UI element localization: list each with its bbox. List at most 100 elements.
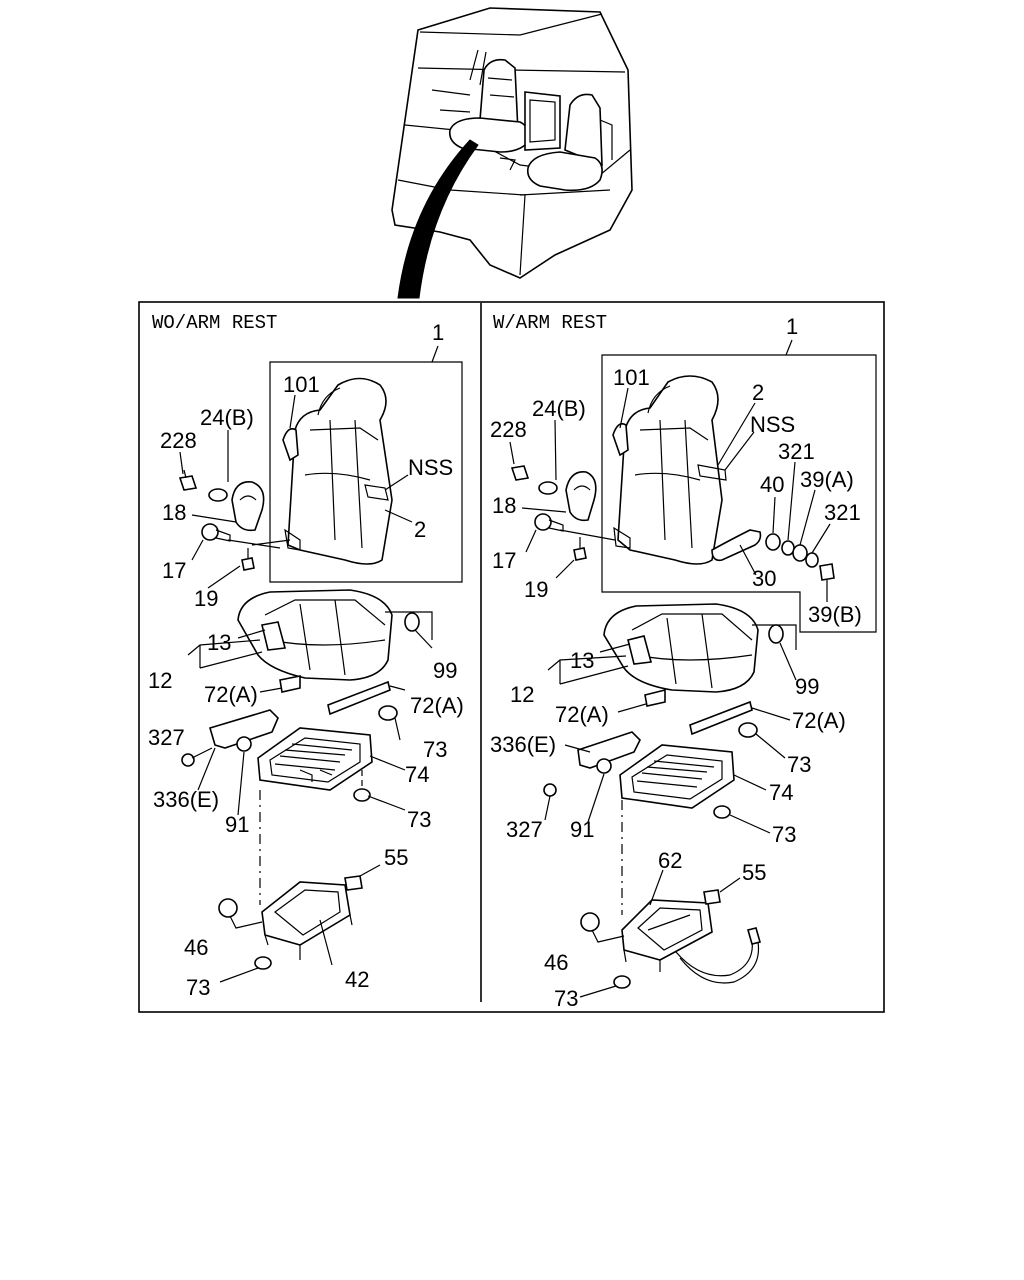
nut-55 (703, 889, 721, 905)
hinge-cover (208, 481, 265, 532)
label-13: 13 (207, 630, 231, 655)
label-30: 30 (752, 566, 776, 591)
bolt-228 (510, 465, 530, 481)
label-12: 12 (510, 682, 534, 707)
slide-bracket (209, 709, 279, 749)
label-18: 18 (492, 493, 516, 518)
left-panel-heading: WO/ARM REST (152, 312, 277, 334)
label-1: 1 (432, 320, 444, 345)
bolt-228 (178, 469, 198, 491)
seat-cushion (237, 589, 393, 681)
nut-73-upper (738, 722, 758, 738)
label-73-3: 73 (554, 986, 578, 1011)
clip-99 (404, 612, 420, 632)
washer-39a (792, 544, 808, 562)
slide-frame (619, 744, 735, 809)
bolt-17 (534, 513, 564, 532)
headrest-guide (282, 427, 299, 462)
label-74: 74 (769, 780, 793, 805)
label-321-2: 321 (824, 500, 861, 525)
label-nss: NSS (408, 455, 453, 480)
label-1: 1 (786, 314, 798, 339)
label-55: 55 (384, 845, 408, 870)
nut-39b (819, 563, 835, 581)
bolt-91 (236, 736, 252, 752)
label-72a-2: 72(A) (792, 708, 846, 733)
label-72a-2: 72(A) (410, 693, 464, 718)
headrest-guide (612, 422, 629, 457)
label-327: 327 (148, 725, 185, 750)
right-panel-heading: W/ARM REST (493, 312, 607, 334)
washer-40 (765, 533, 781, 551)
label-42: 42 (345, 967, 369, 992)
label-17: 17 (492, 548, 516, 573)
label-12: 12 (148, 668, 172, 693)
bolt-327 (181, 753, 195, 767)
clip-99 (768, 624, 784, 644)
label-24b: 24(B) (200, 405, 254, 430)
label-73-2: 73 (407, 807, 431, 832)
bolt-46 (218, 898, 263, 929)
seat-rails (689, 700, 753, 736)
bolt-46 (580, 912, 625, 943)
diagram-frame (138, 301, 885, 1013)
label-17: 17 (162, 558, 186, 583)
label-73-2: 73 (772, 822, 796, 847)
label-24b: 24(B) (532, 396, 586, 421)
label-336e: 336(E) (490, 732, 556, 757)
label-91: 91 (225, 812, 249, 837)
riser-42 (261, 881, 353, 960)
label-321-1: 321 (778, 439, 815, 464)
seat-back (284, 377, 393, 565)
seat-back (613, 375, 727, 565)
label-13: 13 (570, 648, 594, 673)
cab-overview (391, 7, 633, 299)
label-19: 19 (524, 577, 548, 602)
label-91: 91 (570, 817, 594, 842)
label-46: 46 (184, 935, 208, 960)
seat-cushion (603, 603, 759, 693)
nut-73-mid (353, 788, 371, 802)
bolt-327 (543, 783, 557, 797)
bolt-91 (596, 758, 612, 774)
nut-55 (344, 875, 363, 891)
label-101: 101 (613, 365, 650, 390)
label-18: 18 (162, 500, 186, 525)
nut-73-lower (613, 975, 631, 989)
riser-62 (621, 899, 761, 984)
left-panel: WO/ARM REST (148, 312, 464, 1000)
label-73-1: 73 (423, 737, 447, 762)
label-39b: 39(B) (808, 602, 862, 627)
slide-bracket (577, 731, 641, 769)
washer-321-b (805, 552, 819, 568)
label-228: 228 (160, 428, 197, 453)
label-46: 46 (544, 950, 568, 975)
label-73-1: 73 (787, 752, 811, 777)
right-leader-lines (509, 387, 831, 998)
label-39a: 39(A) (800, 467, 854, 492)
label-99: 99 (433, 658, 457, 683)
left-leader-lines (179, 394, 433, 983)
label-327: 327 (506, 817, 543, 842)
bolt-17 (201, 523, 231, 542)
hinge-cover (538, 471, 597, 522)
label-73-3: 73 (186, 975, 210, 1000)
bolt-19 (573, 537, 587, 561)
seat-rails (644, 688, 666, 707)
nut-73-mid (713, 805, 731, 819)
bolt-19 (241, 548, 255, 571)
label-40: 40 (760, 472, 784, 497)
label-336e: 336(E) (153, 787, 219, 812)
label-62: 62 (658, 848, 682, 873)
seat-rails (279, 675, 391, 716)
label-nss: NSS (750, 412, 795, 437)
label-19: 19 (194, 586, 218, 611)
label-74: 74 (405, 762, 429, 787)
label-72a-1: 72(A) (555, 702, 609, 727)
label-228: 228 (490, 417, 527, 442)
label-55: 55 (742, 860, 766, 885)
slide-frame (257, 727, 373, 791)
washer-321-a (781, 540, 795, 556)
label-99: 99 (795, 674, 819, 699)
